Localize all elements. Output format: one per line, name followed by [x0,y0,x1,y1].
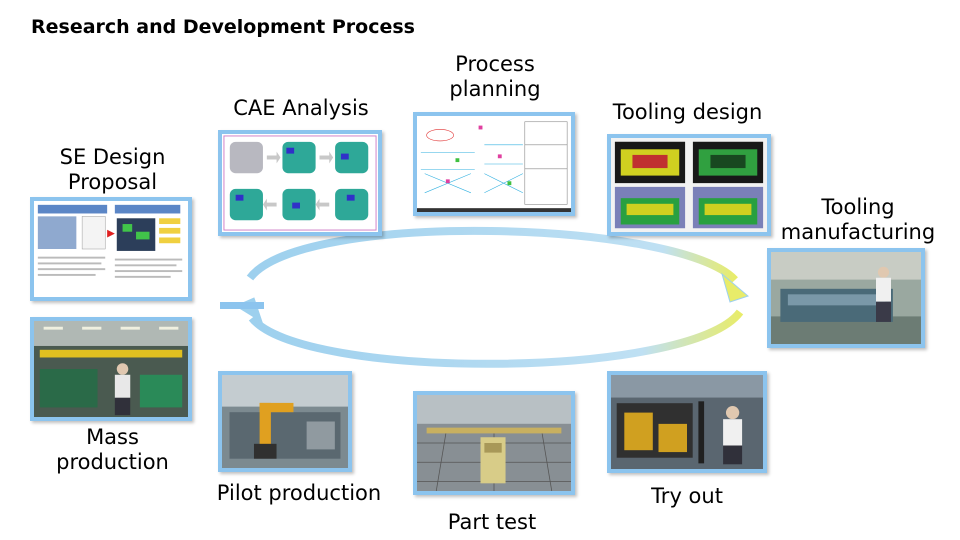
label-tooling-manufacturing: Tooling manufacturing [780,195,936,244]
cycle-start-bar [220,302,264,309]
image-try-out [607,371,767,473]
label-cae: CAE Analysis [233,96,369,120]
image-tooling-design [607,134,771,236]
image-mass-production [30,317,192,421]
image-cae [218,130,382,236]
label-process-planning: Process planning [449,52,541,101]
label-se-design: SE Design Proposal [59,145,166,194]
label-pilot-production: Pilot production [216,481,382,505]
image-tooling-manufacturing [767,248,925,348]
cycle-arrow-top [246,226,738,283]
image-se-design [30,197,192,301]
label-try-out: Try out [651,484,723,508]
label-tooling-design: Tooling design [612,100,763,124]
image-pilot-production [218,371,352,472]
image-process-planning [413,112,575,216]
image-part-test [413,391,575,495]
label-part-test: Part test [447,510,537,534]
label-mass-production: Mass production [56,425,169,474]
cycle-arrow-bottom [248,309,744,368]
cycle-arrowhead-right [721,272,750,303]
diagram-title: Research and Development Process [31,16,415,38]
cycle-arrowhead-left [234,297,263,324]
